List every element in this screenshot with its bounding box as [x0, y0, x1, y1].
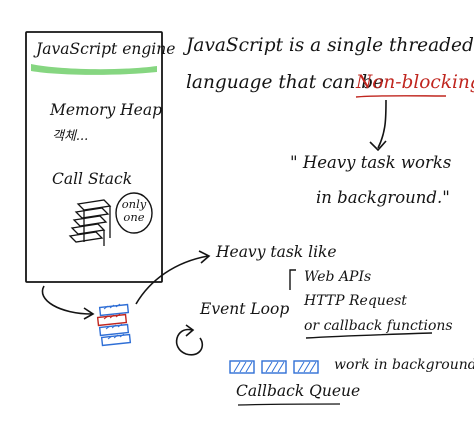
quote-line1: " Heavy task works	[290, 153, 452, 172]
heavy-task-bracket	[289, 269, 296, 290]
nonblocking-arrow	[377, 99, 387, 149]
heavy-task-item-web-apis: Web APIs	[304, 269, 372, 285]
only-one-label: only one	[121, 197, 147, 225]
only-one-circle	[115, 192, 153, 234]
callback-underline	[305, 332, 433, 339]
headline-line2: language that can be	[186, 72, 384, 93]
heavy-task-item-http-request: HTTP Request	[304, 293, 407, 309]
callback-queue-label: Callback Queue	[236, 382, 361, 400]
engine-title: JavaScript engine	[36, 40, 176, 58]
headline-line1: JavaScript is a single threaded	[186, 35, 474, 56]
heavy-task-item-callback-functions: or callback functions	[304, 318, 453, 334]
event-loop-label: Event Loop	[200, 300, 290, 318]
stack-to-heavy-arrow	[135, 255, 209, 305]
engine-box	[25, 31, 163, 283]
task-stack-icon	[96, 303, 132, 347]
heavy-task-title: Heavy task like	[216, 243, 337, 261]
callback-queue-icon	[229, 360, 319, 374]
queue-underline	[237, 403, 341, 406]
memory-heap-sub: 객체...	[52, 129, 89, 144]
engine-to-loop-arrow	[41, 285, 93, 315]
engine-title-highlight	[31, 64, 157, 75]
event-loop-icon	[175, 328, 204, 356]
call-stack-label: Call Stack	[52, 170, 133, 188]
quote-line2: in background."	[316, 188, 450, 207]
work-in-background-label: work in background	[334, 357, 474, 373]
call-stack-icon	[68, 199, 112, 246]
memory-heap-label: Memory Heap	[50, 101, 163, 119]
non-blocking-word: Non-blocking	[356, 72, 474, 93]
